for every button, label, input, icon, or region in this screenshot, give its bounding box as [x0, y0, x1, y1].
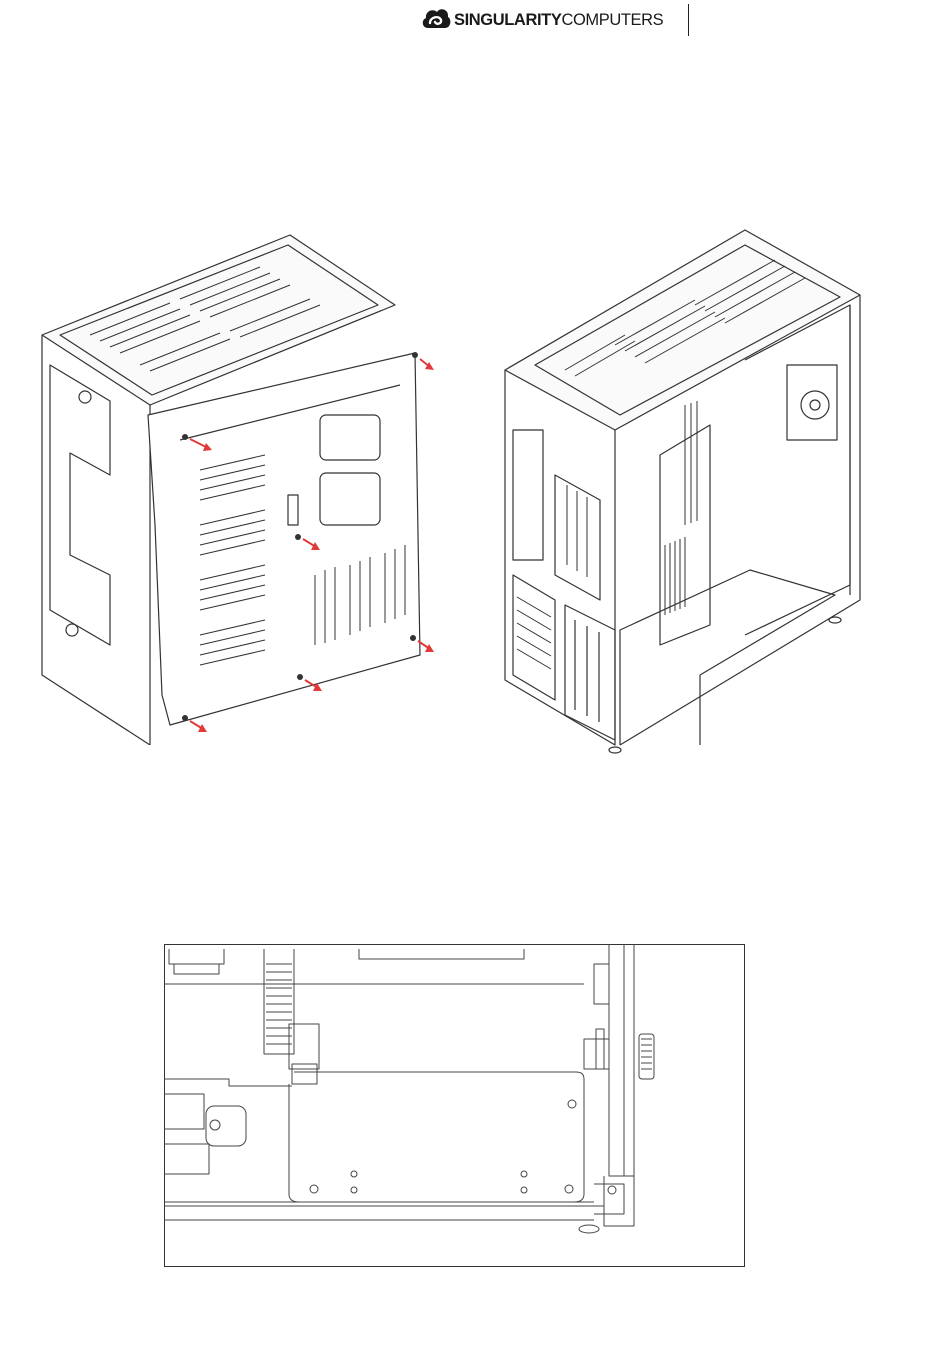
header-divider: [688, 4, 689, 36]
back-panel-removal-figure: [30, 225, 450, 745]
header: SINGULARITYCOMPUTERS: [420, 2, 700, 38]
brand-light: COMPUTERS: [561, 11, 663, 29]
brand-bold: SINGULARITY: [454, 11, 561, 29]
brand-name: SINGULARITYCOMPUTERS: [454, 11, 663, 30]
open-case-figure: [495, 225, 870, 760]
detail-view-figure: [164, 944, 746, 1268]
cloud-swirl-logo-icon: [420, 2, 452, 36]
